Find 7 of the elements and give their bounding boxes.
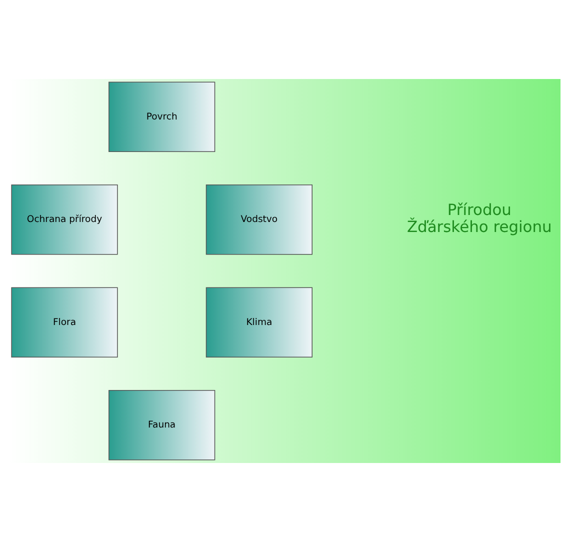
- node-box: Povrch: [108, 81, 216, 152]
- node-box: Ochrana přírody: [11, 184, 118, 254]
- node-box: Flora: [11, 286, 118, 358]
- node-box: Vodstvo: [206, 184, 312, 254]
- node-box: Fauna: [108, 389, 216, 460]
- node-box: Klima: [206, 286, 312, 358]
- label: Přírodou Žďárského regionu: [406, 200, 552, 236]
